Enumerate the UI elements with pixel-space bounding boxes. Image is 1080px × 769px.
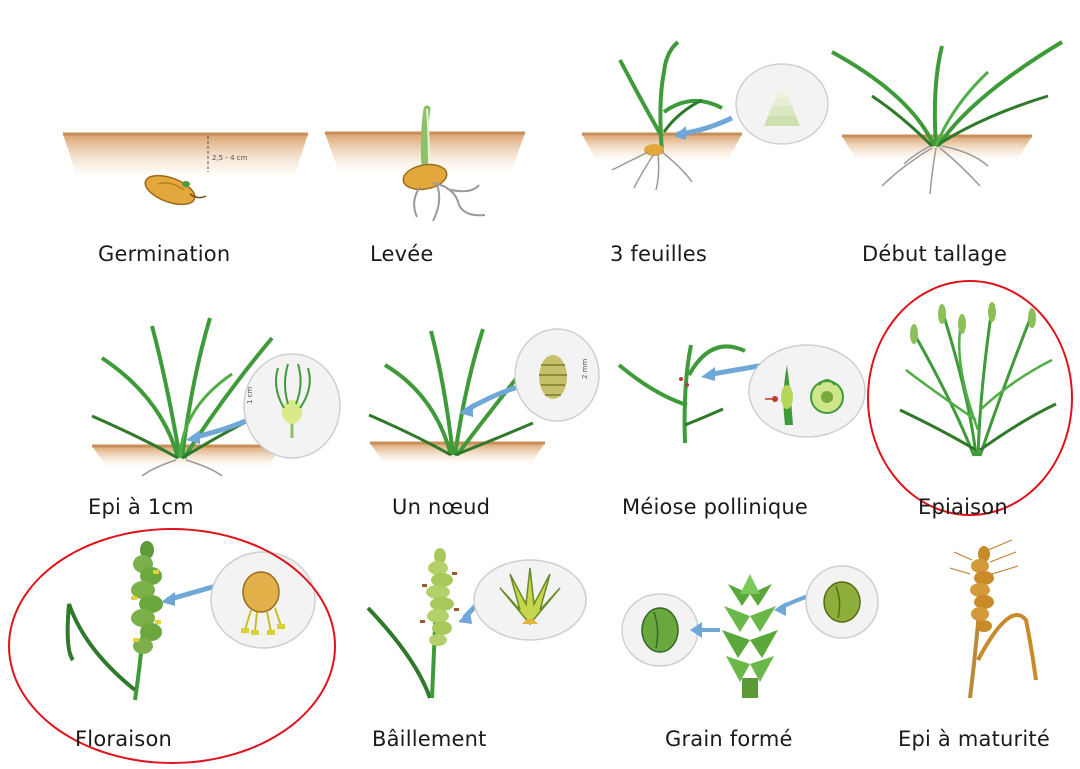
scale-label: 2 mm xyxy=(581,359,589,379)
stage-label-floraison: Floraison xyxy=(75,727,172,751)
stage-label-germination: Germination xyxy=(98,242,230,266)
scale-label: 1 cm xyxy=(246,386,254,404)
epi-maturite-illustration xyxy=(920,540,1050,700)
stage-label-meiose-pollinique: Méiose pollinique xyxy=(622,495,808,519)
stage-label-epiaison: Epiaison xyxy=(918,495,1008,519)
grain-forme-illustration xyxy=(610,560,880,700)
stage-label-grain-forme: Grain formé xyxy=(665,727,793,751)
levee-illustration xyxy=(325,105,535,225)
highlight-ring-floraison xyxy=(8,528,336,764)
germination-illustration: 2,5 - 4 cm xyxy=(58,110,318,230)
stage-label-baillement: Bâillement xyxy=(372,727,487,751)
stage-label-3-feuilles: 3 feuilles xyxy=(610,242,707,266)
debut-tallage-illustration xyxy=(812,36,1072,196)
highlight-ring-epiaison xyxy=(867,280,1073,516)
depth-label: 2,5 - 4 cm xyxy=(212,154,248,162)
stage-label-levee: Levée xyxy=(370,242,434,266)
stage-label-debut-tallage: Début tallage xyxy=(862,242,1007,266)
stage-label-epi-maturite: Epi à maturité xyxy=(898,727,1050,751)
stage-label-un-noeud: Un nœud xyxy=(392,495,490,519)
un-noeud-illustration: 2 mm xyxy=(365,325,605,475)
epi-1cm-illustration: 1 cm xyxy=(82,318,362,478)
meiose-pollinique-illustration xyxy=(615,325,865,455)
baillement-illustration xyxy=(360,548,600,698)
stage-label-epi-1cm: Epi à 1cm xyxy=(88,495,194,519)
